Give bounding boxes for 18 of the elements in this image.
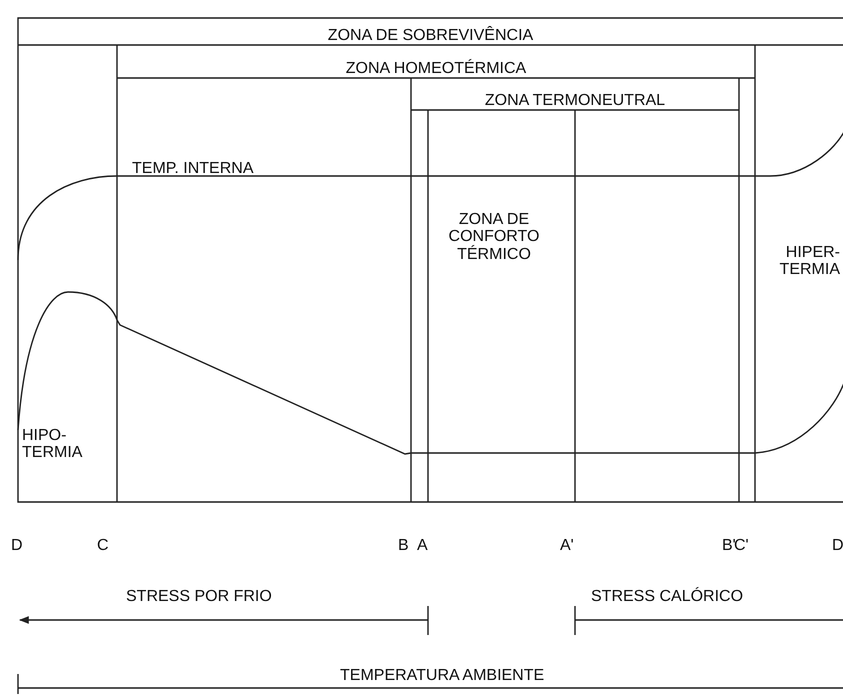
axis-label: STRESS CALÓRICO [591,588,744,606]
point-label: A [417,537,428,554]
point-label: B' [722,537,736,554]
curve-label: TEMP. INTERNA [132,160,254,178]
zone-heading: ZONA HOMEOTÉRMICA [346,61,526,78]
point-label: D [11,537,23,554]
point-label: C [97,537,109,554]
point-label: C' [734,537,749,554]
zone-heading: ZONA TERMONEUTRAL [484,93,666,110]
zone-label: HIPO- TERMIA [22,427,84,462]
zone-label: ZONA DE CONFORTO TÉRMICO [448,211,540,263]
zone-label: HIPER- TERMIA [778,244,840,279]
point-label: D [832,537,843,554]
axis-label: STRESS POR FRIO [126,588,272,606]
axis-label: TEMPERATURA AMBIENTE [340,667,544,684]
zone-heading: ZONA DE SOBREVIVÊNCIA [328,28,534,45]
point-label: A' [560,537,574,554]
point-label: B [398,537,409,554]
